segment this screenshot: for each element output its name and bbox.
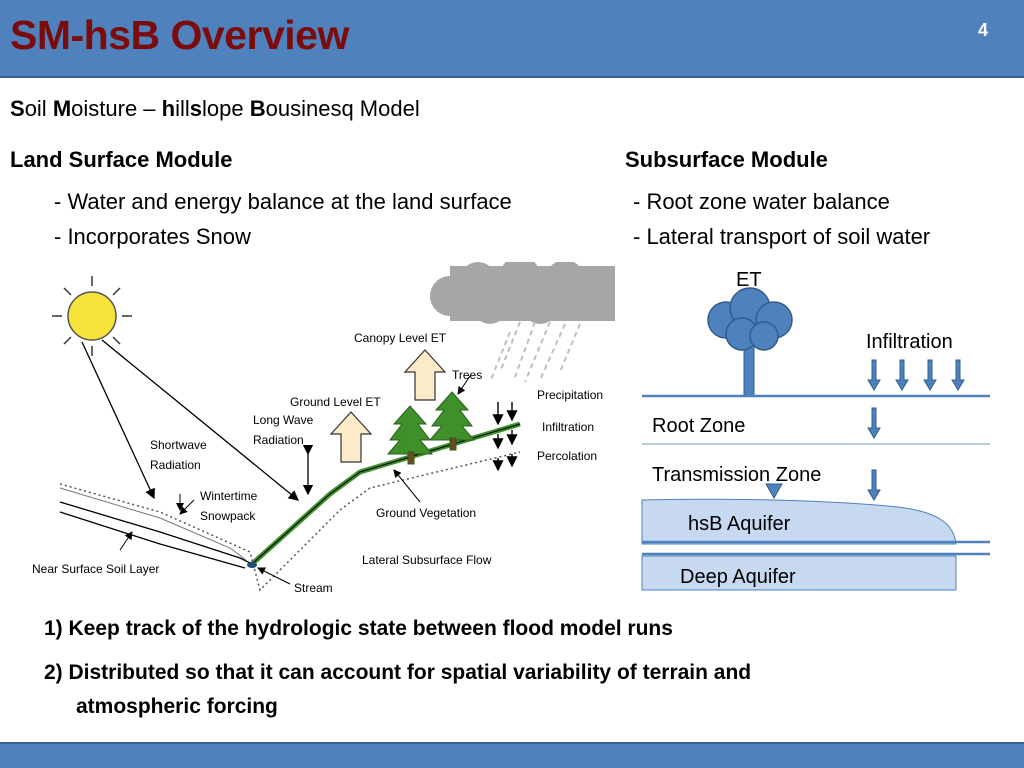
subtitle: Soil Moisture – hillslope Bousinesq Mode… bbox=[10, 96, 420, 121]
trees-icon bbox=[386, 391, 476, 465]
slide-title: SM-hsB Overview bbox=[10, 12, 349, 58]
label-ground-et: Ground Level ET bbox=[290, 395, 381, 409]
label-shortwave-2: Radiation bbox=[150, 458, 201, 472]
label-et: ET bbox=[736, 269, 762, 291]
label-shortwave-1: Shortwave bbox=[150, 438, 207, 452]
label-wintertime-1: Wintertime bbox=[200, 489, 258, 503]
label-stream: Stream bbox=[294, 581, 333, 595]
subsurface-diagram: ET Infiltration Root Zone Transmission Z… bbox=[641, 269, 990, 591]
label-long-wave-1: Long Wave bbox=[253, 413, 314, 427]
point-1: 1) Keep track of the hydrologic state be… bbox=[44, 617, 673, 640]
header-bar: SM-hsB Overview 4 bbox=[0, 0, 1024, 78]
subsurface-heading: Subsurface Module bbox=[625, 147, 828, 172]
label-canopy-et: Canopy Level ET bbox=[354, 331, 447, 345]
tree-icon bbox=[707, 287, 793, 397]
subsurface-bullet-1: - Root zone water balance bbox=[633, 189, 890, 214]
subsurface-bullet-2: - Lateral transport of soil water bbox=[633, 224, 931, 249]
label-long-wave-2: Radiation bbox=[253, 433, 304, 447]
land-surface-diagram: Canopy Level ET Trees Ground Level ET Lo… bbox=[32, 262, 615, 595]
label-root-zone: Root Zone bbox=[652, 415, 745, 437]
footer-bar bbox=[0, 742, 1024, 768]
land-surface-bullet-1: - Water and energy balance at the land s… bbox=[54, 189, 512, 214]
point-2: 2) Distributed so that it can account fo… bbox=[44, 661, 752, 684]
label-near-surface: Near Surface Soil Layer bbox=[32, 562, 159, 576]
land-surface-heading: Land Surface Module bbox=[10, 147, 233, 172]
cloud-icon bbox=[430, 262, 615, 324]
land-surface-bullet-2: - Incorporates Snow bbox=[54, 224, 251, 249]
label-percolation: Percolation bbox=[537, 449, 597, 463]
label-trees: Trees bbox=[452, 368, 482, 382]
label-ground-vegetation: Ground Vegetation bbox=[376, 506, 476, 520]
label-infiltration: Infiltration bbox=[542, 420, 594, 434]
label-wintertime-2: Snowpack bbox=[200, 509, 256, 523]
label-hsb-aquifer: hsB Aquifer bbox=[688, 513, 791, 535]
slide-number: 4 bbox=[977, 20, 988, 40]
sun-icon bbox=[52, 276, 132, 356]
point-2-continued: atmospheric forcing bbox=[76, 695, 278, 718]
label-precipitation: Precipitation bbox=[537, 388, 603, 402]
label-deep-aquifer: Deep Aquifer bbox=[680, 566, 796, 588]
label-lateral-flow: Lateral Subsurface Flow bbox=[362, 553, 492, 567]
label-infiltration-right: Infiltration bbox=[866, 331, 953, 353]
label-transmission-zone: Transmission Zone bbox=[652, 464, 821, 486]
